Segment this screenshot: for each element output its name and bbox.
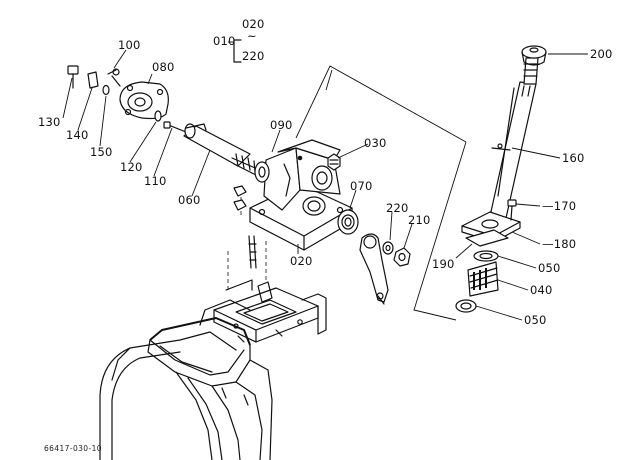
callout-050-lower: 050 [524,313,547,327]
bearing-050-upper-drawing [473,250,499,262]
flange-cover-080-drawing [107,68,169,120]
nut-140-drawing [87,71,99,89]
callout-190: 190 [432,257,455,271]
stud-110-drawing [163,121,187,133]
callout-140: 140 [66,128,89,142]
assembly-range-start: 020 [242,17,265,31]
pitman-arm-drawing [359,233,389,305]
callout-200: 200 [590,47,613,61]
gear-040-drawing [467,261,499,297]
callout-100: 100 [118,38,141,52]
callout-210: 210 [408,213,431,227]
callout-030: 030 [364,136,387,150]
figure-code: 66417-030-10 [44,444,102,453]
assembly-frame-lines [295,65,467,321]
assembly-group-code: 010 [213,34,236,48]
callout-050-upper: 050 [538,261,561,275]
callout-070: 070 [350,179,373,193]
washer-220-drawing [382,241,394,255]
worm-shaft-060-drawing [183,123,261,177]
callout-040: 040 [530,283,553,297]
nuts-drawing [233,185,247,211]
assembly-bracket [228,39,242,63]
callout-090: 090 [270,118,293,132]
callout-130: 130 [38,115,61,129]
steering-column-160-drawing [489,57,539,219]
bolt-130-drawing [67,65,79,89]
oil-seal-120-drawing [154,110,162,122]
tractor-body-drawing [99,196,327,460]
callout-110: 110 [144,174,167,188]
callout-220: 220 [386,201,409,215]
bearing-050-lower-drawing [455,299,477,313]
callout-080: 080 [152,60,175,74]
bearing-070-drawing [337,209,359,235]
leader-lines [62,49,588,321]
callout-120: 120 [120,160,143,174]
callout-160: 160 [562,151,585,165]
callout-020: 020 [290,254,313,268]
assembly-range-tilde: ~ [247,29,257,43]
assembly-range-end: 220 [242,49,265,63]
callout-170: —170 [542,199,577,213]
callout-060: 060 [178,193,201,207]
nut-210-drawing [393,247,411,267]
washer-150-drawing [102,84,110,96]
callout-180: —180 [542,237,577,251]
plug-030-drawing [327,153,341,171]
bolt-170-drawing [507,199,517,221]
callout-150: 150 [90,145,113,159]
plate-190-drawing [465,229,509,247]
cap-200-drawing [521,45,547,66]
